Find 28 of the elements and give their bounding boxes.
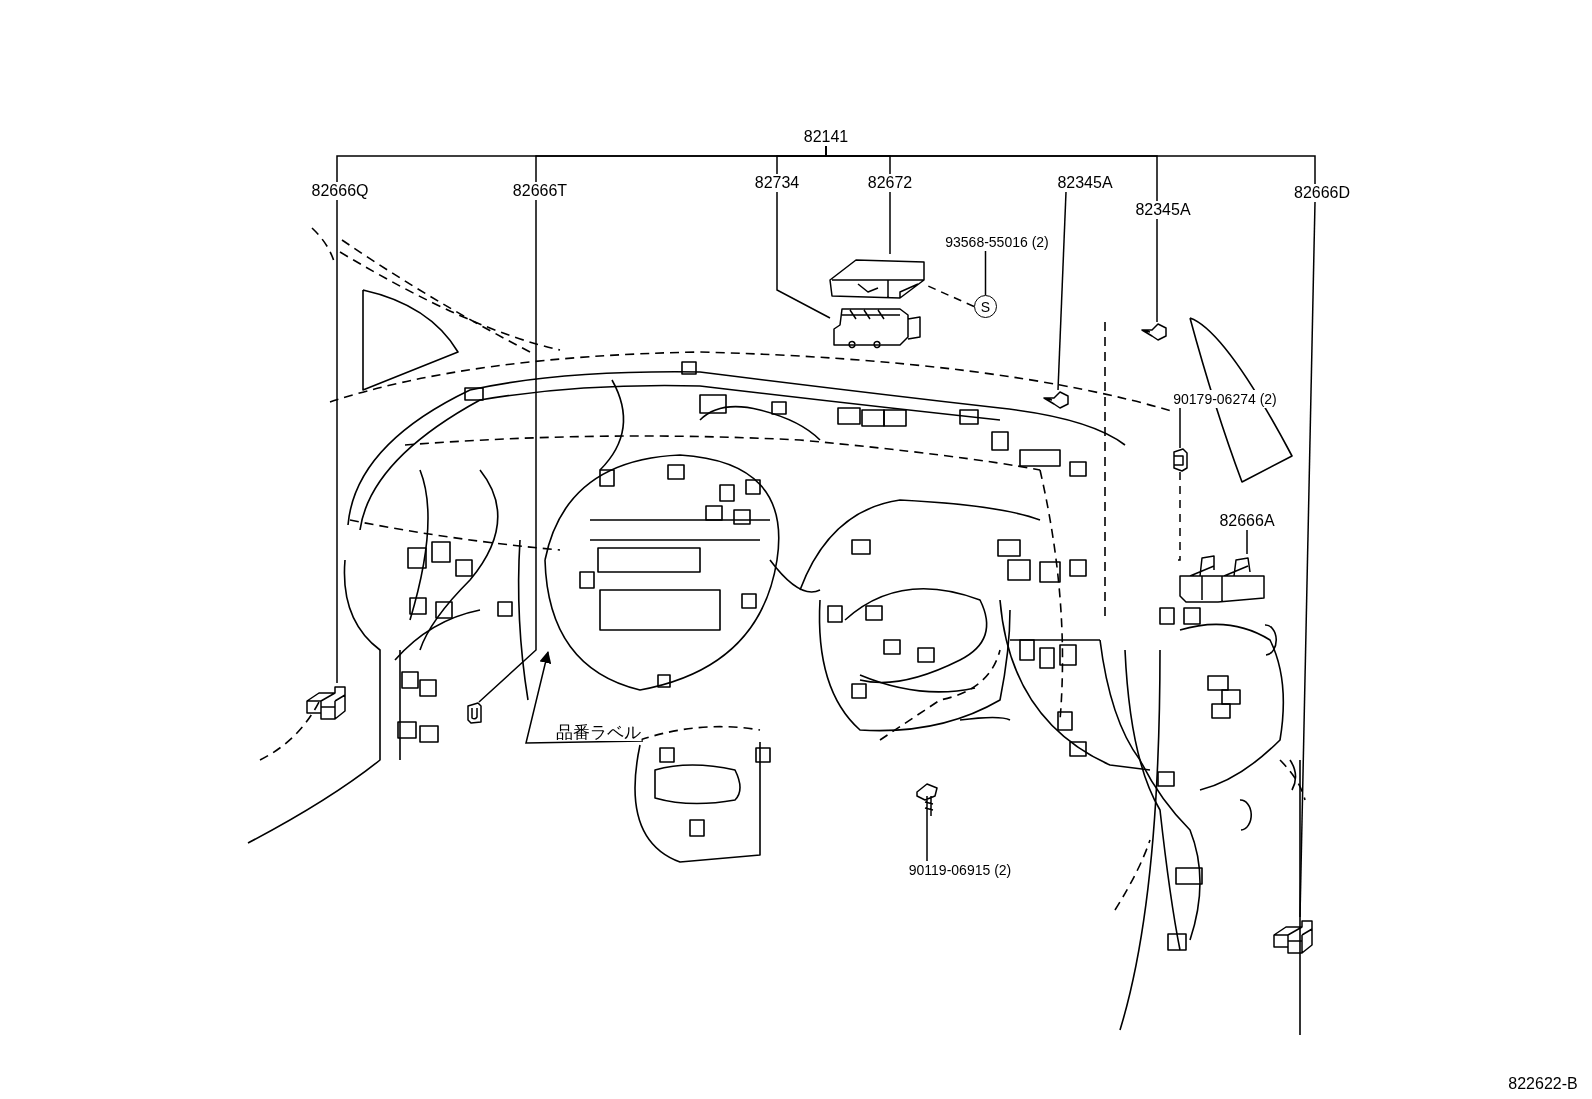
leader-line	[1246, 529, 1248, 555]
leader-line	[336, 199, 338, 684]
leader-line	[525, 651, 644, 744]
part-number: 93568-55016 (2)	[944, 233, 1050, 251]
leader-line	[926, 815, 928, 862]
leader-line	[927, 285, 975, 308]
leader-line	[776, 191, 831, 319]
leader-line	[1057, 191, 1067, 391]
nut-picture	[1171, 448, 1189, 472]
leader-line	[1299, 201, 1316, 918]
junction-block-picture	[1178, 554, 1266, 604]
symbol-circle: S	[974, 295, 997, 318]
part-number: 品番ラベル	[554, 723, 642, 741]
leader-line	[1179, 407, 1181, 449]
leader-line	[889, 191, 891, 255]
clip-picture	[1140, 322, 1168, 344]
clip-picture	[466, 702, 483, 724]
relay-block-picture	[830, 307, 922, 349]
part-number: 82666Q	[310, 182, 370, 200]
part-number: 90179-06274 (2)	[1172, 390, 1278, 408]
bolt-picture	[913, 782, 941, 816]
connector-picture	[1272, 917, 1316, 957]
clip-picture	[1042, 390, 1070, 406]
leader-line	[984, 250, 987, 296]
leader-line	[1156, 218, 1158, 323]
leader-line	[478, 199, 537, 703]
leader-line	[1177, 471, 1181, 561]
part-number: 90119-06915 (2)	[907, 861, 1013, 879]
